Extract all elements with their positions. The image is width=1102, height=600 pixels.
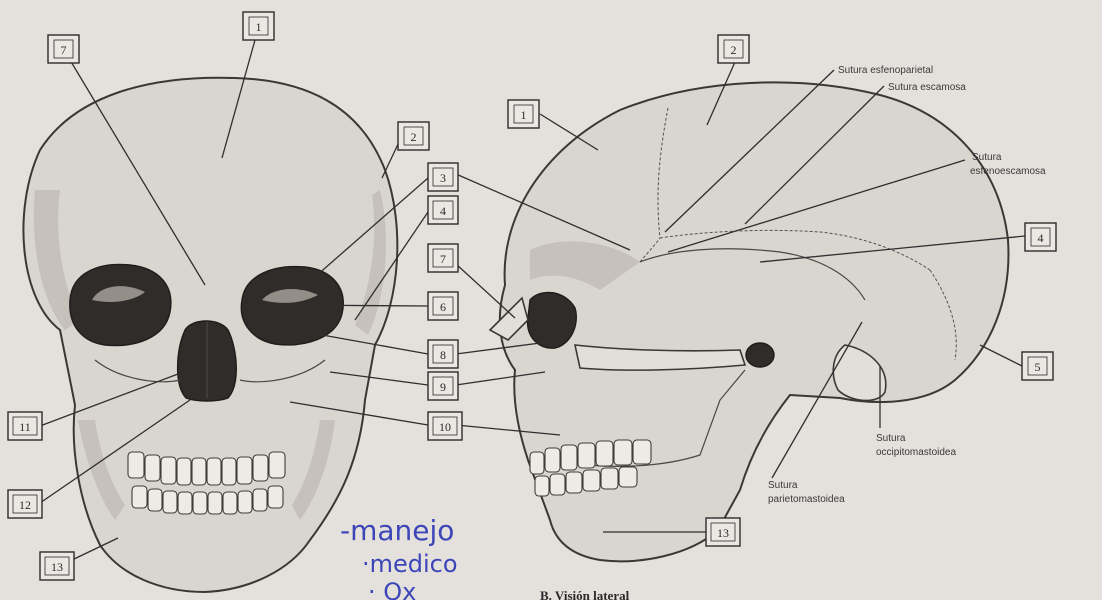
svg-text:7: 7 [440,252,446,266]
label-frontal-11: 11 [8,412,42,440]
handwritten-line-medico: ·medico [362,550,458,578]
svg-text:13: 13 [717,526,729,540]
suture-label-escamosa: Sutura escamosa [888,82,966,93]
label-lateral-2: 2 [718,35,749,63]
label-frontal-4: 4 [428,196,458,224]
label-frontal-10: 10 [428,412,462,440]
label-lateral-5: 5 [1022,352,1053,380]
svg-text:12: 12 [19,498,31,512]
handwritten-note: -manejo ·medico · Qx [340,514,458,600]
suture-label-occipitomastoidea-line2: occipitomastoidea [876,447,956,458]
svg-text:1: 1 [521,108,527,122]
suture-label-occipitomastoidea-line1: Sutura [876,433,906,444]
svg-text:8: 8 [440,348,446,362]
label-frontal-3: 3 [428,163,458,191]
suture-label-esfenoescamosa-line1: Sutura [972,152,1002,163]
suture-label-esfenoescamosa-line2: esfenoescamosa [970,166,1046,177]
label-lateral-4: 4 [1025,223,1056,251]
label-lateral-13: 13 [706,518,740,546]
lateral-skull-drawing [490,82,1008,561]
label-frontal-7: 7 [48,35,79,63]
handwritten-line-qx: · Qx [368,578,416,600]
label-frontal-6: 6 [428,292,458,320]
svg-text:10: 10 [439,420,451,434]
svg-text:3: 3 [440,171,446,185]
handwritten-line-manejo: -manejo [340,514,454,547]
suture-label-esfenoparietal: Sutura esfenoparietal [838,65,933,76]
label-frontal-12: 12 [8,490,42,518]
lateral-view-caption: B. Visión lateral [540,588,630,600]
svg-text:5: 5 [1035,360,1041,374]
label-frontal-8: 8 [428,340,458,368]
svg-text:4: 4 [1038,231,1044,245]
suture-label-parietomastoidea-line1: Sutura [768,480,798,491]
svg-text:11: 11 [19,420,31,434]
svg-text:9: 9 [440,380,446,394]
suture-label-parietomastoidea-line2: parietomastoidea [768,494,845,505]
label-frontal-1: 1 [243,12,274,40]
svg-text:2: 2 [731,43,737,57]
svg-text:6: 6 [440,300,446,314]
svg-text:4: 4 [440,204,446,218]
svg-text:1: 1 [256,20,262,34]
label-frontal-2: 2 [398,122,429,150]
svg-text:7: 7 [61,43,67,57]
svg-text:2: 2 [411,130,417,144]
label-lateral-7: 7 [428,244,458,272]
label-frontal-9: 9 [428,372,458,400]
label-lateral-1: 1 [508,100,539,128]
svg-text:13: 13 [51,560,63,574]
label-frontal-13: 13 [40,552,74,580]
